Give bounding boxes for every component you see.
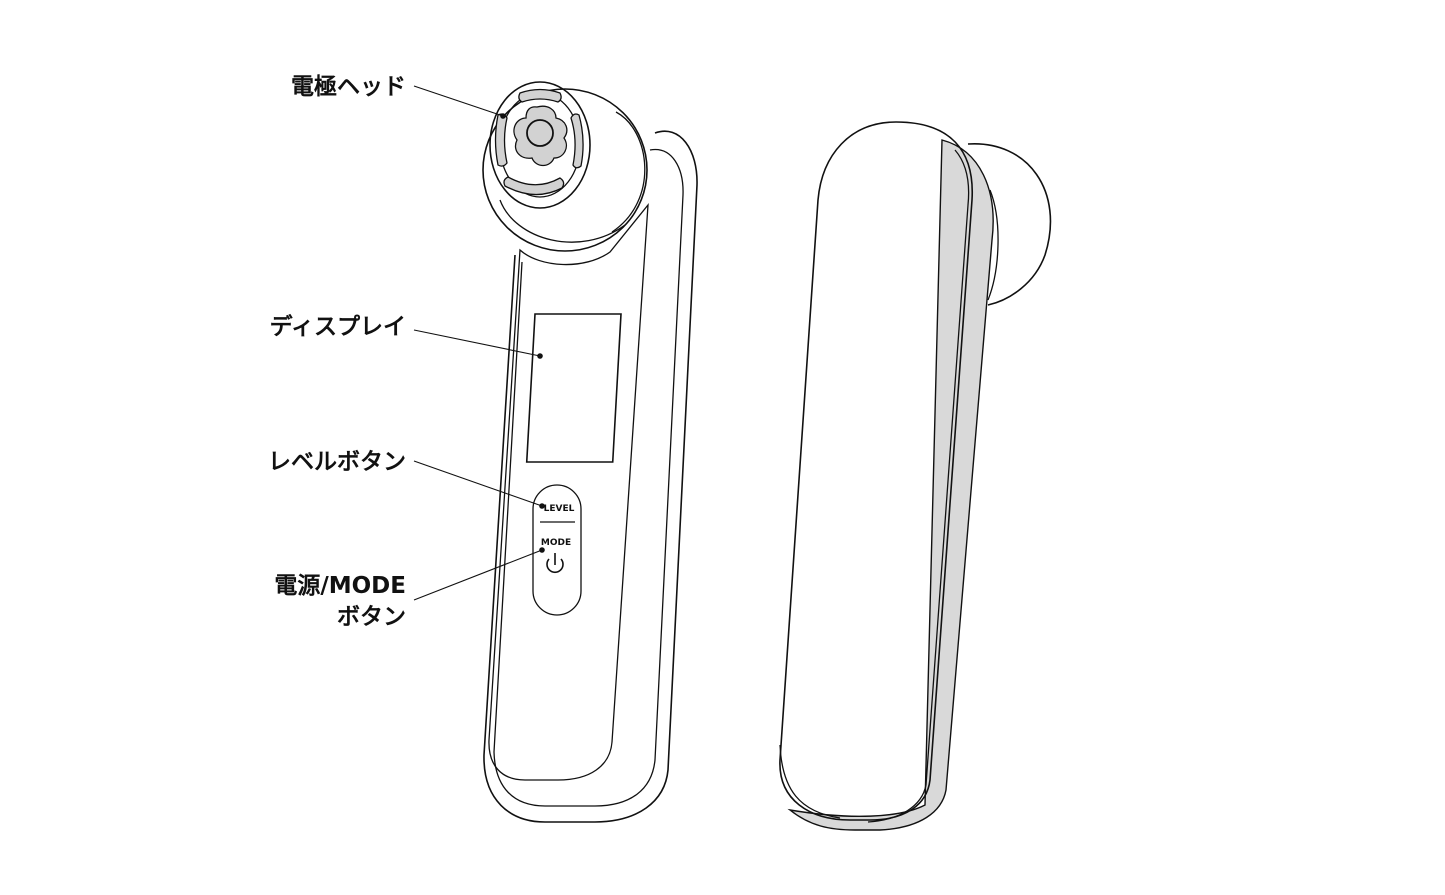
electrode-bar-top: [518, 88, 562, 103]
leader-dot-mode: [539, 547, 545, 553]
leader-lines: [413, 85, 545, 601]
front-face-panel: [488, 202, 649, 781]
electrode-head: [482, 81, 648, 252]
back-body: [779, 121, 973, 821]
label-electrode-head: 電極ヘッド: [291, 73, 406, 100]
mode-button[interactable]: MODE: [541, 538, 571, 548]
electrode-center: [526, 119, 554, 147]
electrode-bar-bottom: [503, 176, 565, 196]
electrode-bar-right: [570, 113, 584, 169]
leader-dot-level: [539, 503, 545, 509]
leader-display: [413, 329, 541, 357]
level-button[interactable]: LEVEL: [544, 504, 575, 514]
back-head: [967, 143, 1052, 306]
leader-dot-electrode: [500, 113, 506, 119]
label-power-mode-line2: ボタン: [337, 604, 406, 630]
leader-level-button: [413, 460, 543, 507]
back-side-band: [787, 139, 994, 831]
power-icon[interactable]: [546, 553, 564, 574]
display-screen: [525, 313, 622, 463]
label-power-mode-line1: 電源/MODE: [274, 573, 406, 599]
front-handle-rim: [493, 148, 684, 807]
label-display: ディスプレイ: [270, 313, 406, 340]
callout-labels: 電極ヘッド ディスプレイ レベルボタン 電源/MODE ボタン: [268, 73, 406, 630]
front-device: LEVEL MODE: [482, 81, 698, 823]
electrode-bar-left: [494, 113, 508, 167]
leader-electrode-head: [413, 85, 504, 117]
label-level-button: レベルボタン: [268, 449, 406, 475]
front-handle-outer: [483, 130, 698, 823]
leader-power-mode-button: [413, 549, 543, 601]
button-panel: [532, 484, 582, 616]
back-device: [779, 121, 1052, 831]
leader-dot-display: [537, 353, 543, 359]
